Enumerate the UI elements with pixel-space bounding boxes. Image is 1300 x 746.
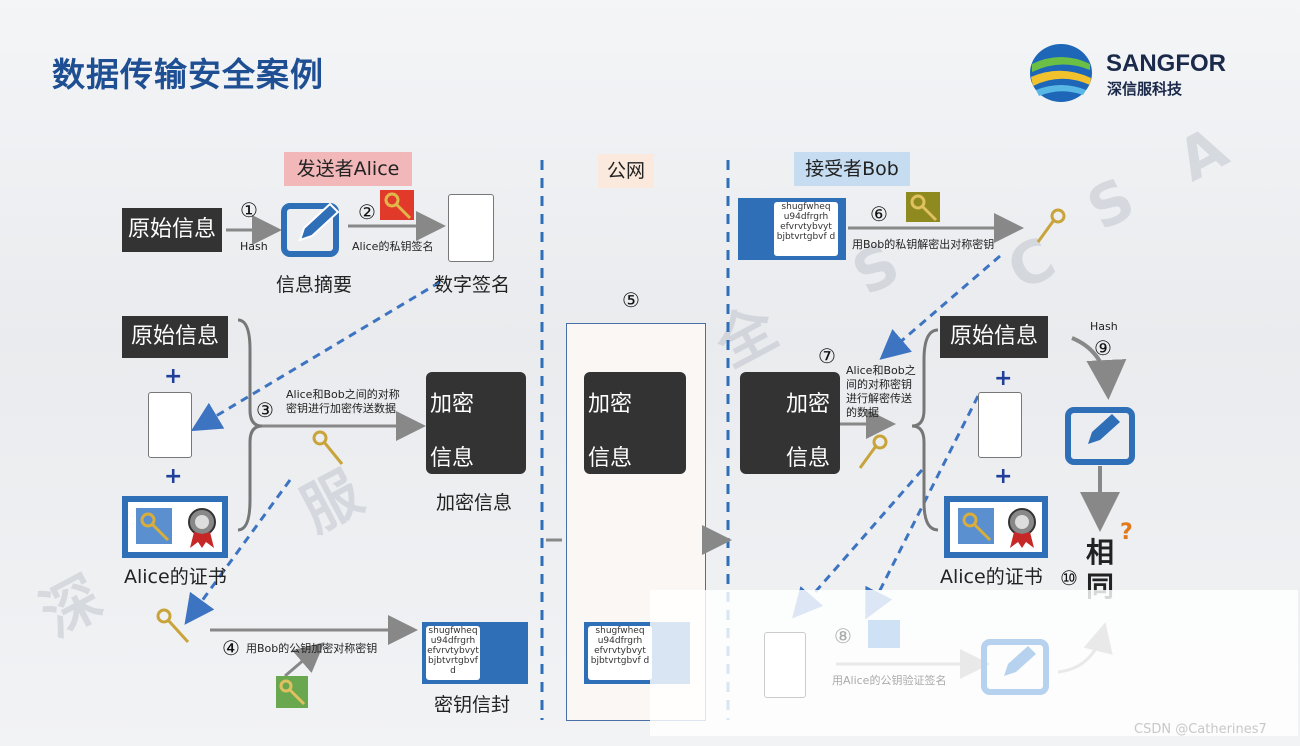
step-6: ⑥ xyxy=(870,202,888,226)
footer-watermark: CSDN @Catherines7 xyxy=(1134,722,1267,737)
faded-digest-icon xyxy=(981,639,1049,695)
faded-scroll-icon xyxy=(764,632,806,698)
alice-pub-verify-note: 用Alice的公钥验证签名 xyxy=(832,674,947,687)
hash-label-right: Hash xyxy=(1090,320,1118,333)
key-icon xyxy=(1036,208,1066,243)
step-2: ② xyxy=(358,200,376,224)
sangfor-logo-icon xyxy=(1030,44,1092,102)
private-key-icon xyxy=(380,190,414,220)
alice-cert-label: Alice的证书 xyxy=(124,566,227,588)
envelope-card: shugfwheq u94dfrgrh efvrvtybvyt bjbtvrtg… xyxy=(426,626,480,680)
symmetric-key-icon xyxy=(858,434,888,469)
alice-private-sign-label: Alice的私钥签名 xyxy=(352,240,434,253)
digital-signature-label: 数字签名 xyxy=(434,274,511,296)
plus-icon: + xyxy=(164,464,183,489)
digest-icon xyxy=(1065,407,1135,465)
key-envelope-label: 密钥信封 xyxy=(434,694,511,716)
step-7: ⑦ xyxy=(818,344,836,368)
cert-seal-icon xyxy=(188,508,216,548)
cert-seal-icon xyxy=(1008,508,1036,548)
enc-line1: 加密 xyxy=(430,392,475,417)
signature-scroll-icon xyxy=(448,194,494,262)
encrypted-info-box-received: 加密 信息 xyxy=(740,372,840,474)
logo-cn: 深信服科技 xyxy=(1107,80,1183,98)
alice-cert-label-received: Alice的证书 xyxy=(940,566,1043,588)
bob-pubkey-note: 用Bob的公钥加密对称密钥 xyxy=(246,642,378,655)
enc-line2: 信息 xyxy=(430,446,475,471)
enc-line2: 信息 xyxy=(786,446,831,471)
encrypted-info-box-public: 加密 信息 xyxy=(584,372,686,474)
original-info-box-2: 原始信息 xyxy=(122,316,228,358)
original-info-box: 原始信息 xyxy=(122,208,222,252)
original-info-box-received: 原始信息 xyxy=(940,316,1048,358)
alice-public-key-icon xyxy=(868,620,900,648)
envelope-card: shugfwheq u94dfrgrh efvrvtybvyt bjbtvrtg… xyxy=(588,626,652,680)
alice-cert-icon xyxy=(122,496,228,558)
key-icon xyxy=(156,608,190,644)
page-title: 数据传输安全案例 xyxy=(52,55,324,94)
bob-public-key-icon xyxy=(276,676,308,708)
digest-label: 信息摘要 xyxy=(276,274,353,296)
key-envelope-icon-received: shugfwheq u94dfrgrh efvrvtybvyt bjbtvrtg… xyxy=(738,198,846,260)
encrypted-info-label: 加密信息 xyxy=(436,492,513,514)
step-1: ① xyxy=(240,198,258,222)
signature-scroll-icon xyxy=(978,392,1022,458)
fade-overlay xyxy=(650,590,1298,736)
digest-icon xyxy=(281,202,340,257)
key-envelope-icon: shugfwheq u94dfrgrh efvrvtybvyt bjbtvrtg… xyxy=(422,622,528,684)
alice-cert-icon-received xyxy=(944,496,1048,558)
encrypted-info-box: 加密 信息 xyxy=(426,372,526,474)
step-3: ③ xyxy=(256,398,274,422)
sender-header: 发送者Alice xyxy=(284,152,412,186)
step-5: ⑤ xyxy=(622,288,640,312)
enc-line2: 信息 xyxy=(588,446,633,471)
plus-icon: + xyxy=(164,364,183,389)
plus-icon: + xyxy=(994,464,1013,489)
question-mark: ? xyxy=(1120,520,1133,545)
cert-key-icon xyxy=(958,508,994,544)
step-8: ⑧ xyxy=(834,624,852,648)
enc-line1: 加密 xyxy=(588,392,633,417)
symmetric-key-icon xyxy=(312,430,344,465)
envelope-card: shugfwheq u94dfrgrh efvrvtybvyt bjbtvrtg… xyxy=(774,202,838,256)
step-4: ④ xyxy=(222,636,240,660)
logo-name: SANGFOR xyxy=(1106,50,1226,77)
signature-scroll-icon xyxy=(148,392,192,458)
public-header: 公网 xyxy=(598,154,654,188)
key-envelope-icon-public: shugfwheq u94dfrgrh efvrvtybvyt bjbtvrtg… xyxy=(584,622,690,684)
hash-label: Hash xyxy=(240,240,268,253)
enc-line1: 加密 xyxy=(786,392,831,417)
receiver-header: 接受者Bob xyxy=(794,152,910,186)
bob-private-note: 用Bob的私钥解密出对称密钥 xyxy=(852,238,995,251)
bob-private-key-icon xyxy=(906,192,940,222)
plus-icon: + xyxy=(994,366,1013,391)
encrypt-note: Alice和Bob之间的对称密钥进行加密传送数据 xyxy=(286,388,400,415)
step-9: ⑨ xyxy=(1094,336,1112,360)
step-10: ⑩ xyxy=(1060,566,1078,590)
cert-key-icon xyxy=(136,508,172,544)
decrypt-note: Alice和Bob之间的对称密钥进行解密传送的数据 xyxy=(846,364,916,419)
